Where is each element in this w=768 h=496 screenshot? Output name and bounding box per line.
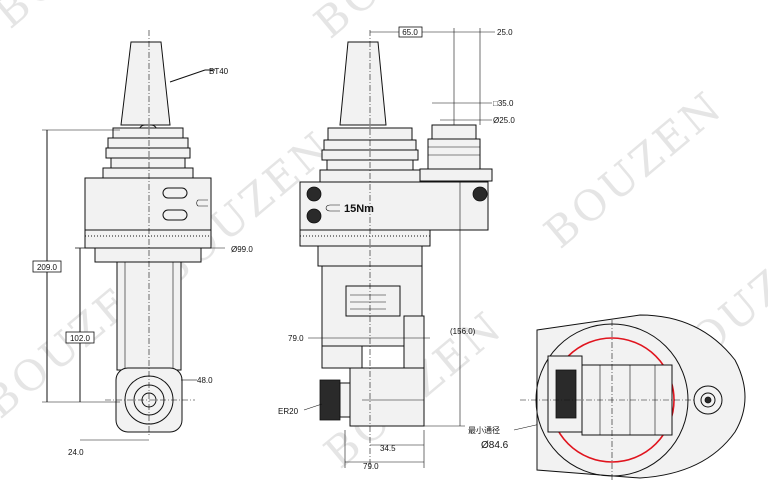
dim-diameter: Ø99.0: [231, 245, 253, 254]
min-bore-label: 最小通径: [468, 425, 500, 435]
dim-156: (156.0): [450, 327, 476, 336]
leader-line: [303, 403, 323, 411]
main-housing: [84, 177, 212, 231]
dim-offset: 24.0: [68, 448, 84, 457]
right-view: [520, 314, 746, 480]
middle-view: 15Nm 65.0 25.0 □35.0 Ø25.0 79.0 (156.0: [278, 26, 550, 471]
scale-ring: [84, 229, 212, 249]
collet-adapter: [339, 382, 351, 418]
dim-34-5: 34.5: [380, 444, 396, 453]
oval-slot: [162, 187, 188, 199]
wrench-icon: [196, 199, 208, 207]
dim-box: [65, 331, 95, 344]
lower-flange: [94, 247, 202, 263]
bolt-head: [472, 186, 488, 202]
stop-pin-center: [704, 396, 712, 404]
dim-top-offset: 65.0: [402, 28, 418, 37]
left-view: BT40 209.0 102.0 Ø99.0 48.0 24.0: [32, 30, 253, 457]
taper-shank: [120, 41, 171, 126]
wrench-icon: [325, 204, 340, 212]
dim-round: Ø25.0: [493, 116, 515, 125]
spindle-block: [349, 367, 425, 427]
dim-total-height: 209.0: [37, 263, 58, 272]
collet-label: ER20: [278, 407, 299, 416]
torque-label: 15Nm: [344, 203, 374, 215]
main-housing: [299, 181, 489, 231]
flange-ring: [105, 147, 191, 159]
collet-nut: [555, 369, 577, 419]
dim-width: 48.0: [197, 376, 213, 385]
dim-79-side: 79.0: [288, 334, 304, 343]
stop-block-cap: [431, 124, 477, 140]
taper-label: BT40: [209, 67, 229, 76]
min-bore-value: Ø84.6: [481, 440, 509, 451]
er-collet-nut: [319, 379, 341, 421]
flange-ring: [112, 127, 184, 139]
stop-block: [427, 138, 481, 170]
flange-ring: [107, 137, 189, 149]
leader-line: [169, 69, 206, 83]
watermark-text: BOUZEN: [535, 81, 732, 257]
dim-square: □35.0: [493, 99, 514, 108]
taper-shank: [339, 41, 387, 126]
dim-box: [398, 26, 423, 38]
watermark-text: BOUZEN: [0, 0, 182, 38]
spindle-head: [321, 345, 363, 369]
flange-ring: [102, 167, 194, 179]
scale-ring: [299, 229, 431, 247]
flange-ring: [110, 157, 186, 169]
nameplate: [345, 285, 401, 317]
dim-lower-height: 102.0: [70, 334, 91, 343]
bolt-head: [306, 186, 322, 202]
dim-79-bottom: 79.0: [363, 462, 379, 471]
watermark-text: BOUZEN: [305, 0, 502, 48]
bolt-head: [306, 208, 322, 224]
stop-arm: [419, 168, 493, 182]
dim-box: [32, 260, 62, 273]
oval-slot: [162, 209, 188, 221]
dim-top-right: 25.0: [497, 28, 513, 37]
